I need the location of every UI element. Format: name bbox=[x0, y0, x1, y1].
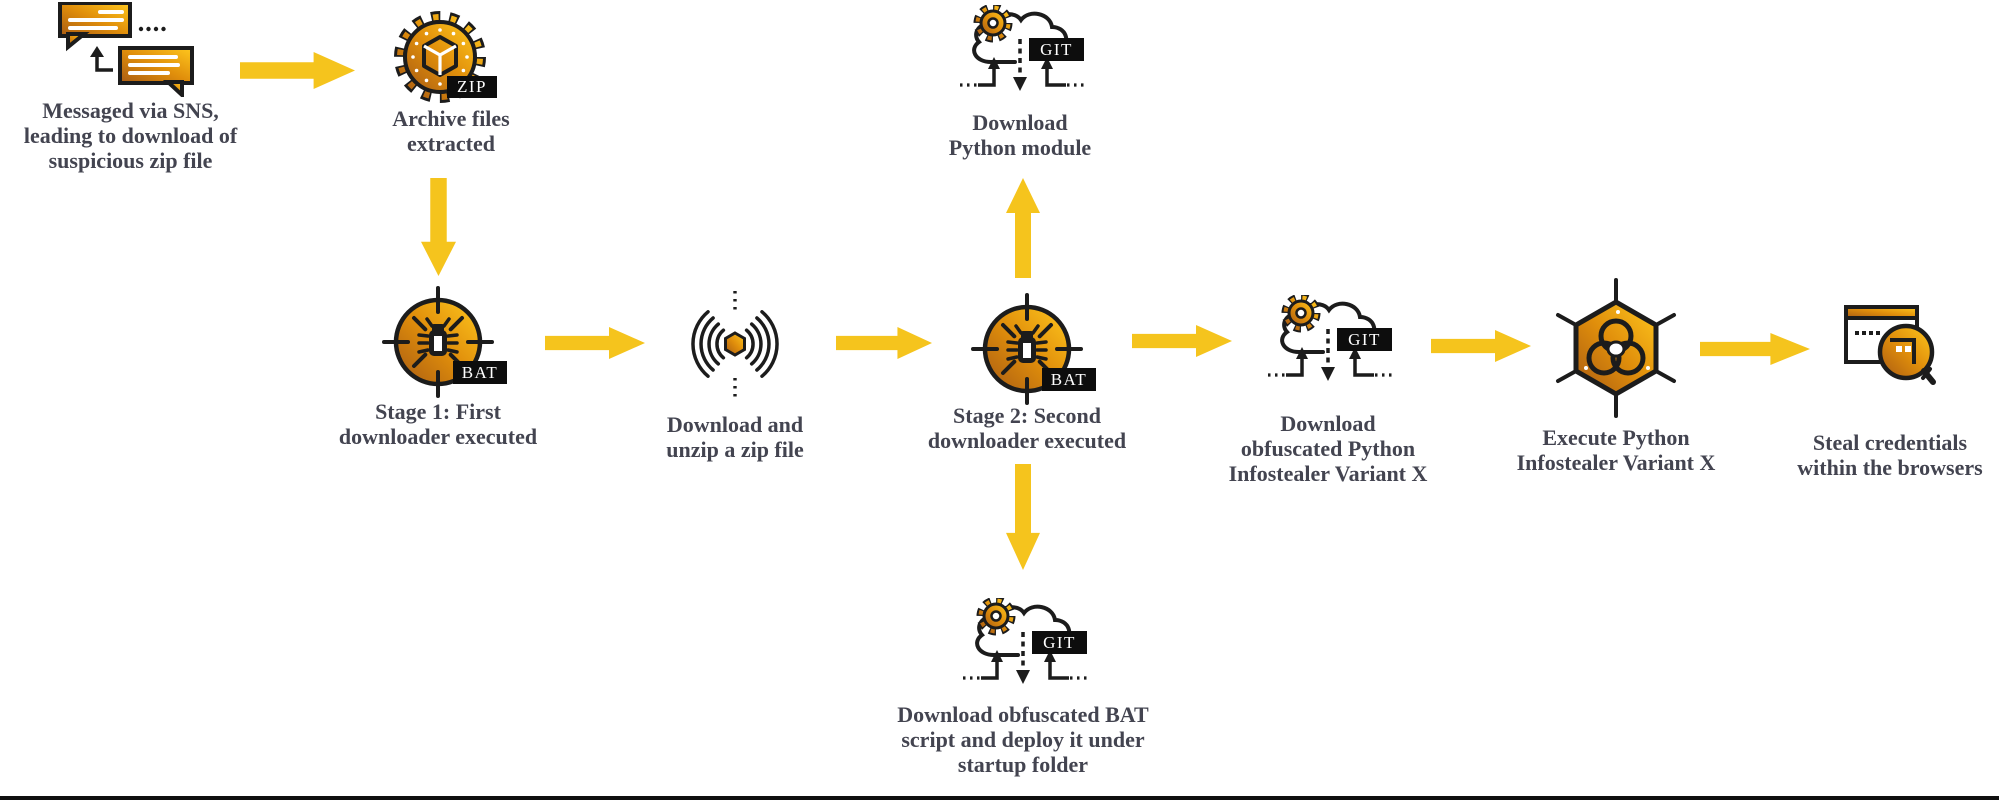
git-cloud-download-icon bbox=[957, 3, 1089, 100]
bat-badge: BAT bbox=[1042, 368, 1096, 391]
node-label: Stage 2: Second downloader executed bbox=[927, 403, 1127, 453]
python-infostealer-virus-icon bbox=[1548, 278, 1684, 418]
zip-badge: ZIP bbox=[447, 76, 497, 98]
arrow-stage2-to-python-module bbox=[1006, 178, 1040, 278]
unzip-signal-icon bbox=[685, 288, 785, 400]
bottom-divider-line bbox=[0, 796, 1999, 800]
arrow-unzip-to-stage2 bbox=[836, 327, 932, 359]
browser-credentials-search-icon bbox=[1843, 303, 1938, 398]
git-cloud-download-icon bbox=[960, 596, 1092, 693]
node-label: Messaged via SNS, leading to download of… bbox=[23, 98, 238, 173]
node-label: Download and unzip a zip file bbox=[666, 412, 804, 462]
git-cloud-download-icon bbox=[1265, 293, 1397, 390]
arrow-archive-to-stage1 bbox=[421, 178, 456, 276]
arrow-download-to-execute bbox=[1431, 330, 1531, 362]
node-label: Steal credentials within the browsers bbox=[1797, 430, 1983, 480]
arrow-stage1-to-unzip bbox=[545, 327, 645, 359]
arrow-stage2-to-download-infostealer bbox=[1132, 325, 1232, 357]
git-badge: GIT bbox=[1337, 328, 1392, 351]
node-label: Download Python module bbox=[948, 110, 1092, 160]
sns-messages-icon bbox=[38, 1, 203, 100]
arrow-stage2-to-bat-script bbox=[1006, 464, 1040, 570]
git-badge: GIT bbox=[1029, 38, 1084, 61]
arrow-sns-to-archive bbox=[240, 52, 355, 89]
node-label: Archive files extracted bbox=[392, 106, 510, 156]
bat-badge: BAT bbox=[453, 361, 507, 384]
git-badge: GIT bbox=[1032, 631, 1087, 654]
arrow-execute-to-steal bbox=[1700, 333, 1810, 365]
node-label: Download obfuscated Python Infostealer V… bbox=[1228, 411, 1428, 486]
node-label: Execute Python Infostealer Variant X bbox=[1516, 425, 1716, 475]
node-label: Download obfuscated BAT script and deplo… bbox=[897, 702, 1149, 777]
node-label: Stage 1: First downloader executed bbox=[338, 399, 538, 449]
